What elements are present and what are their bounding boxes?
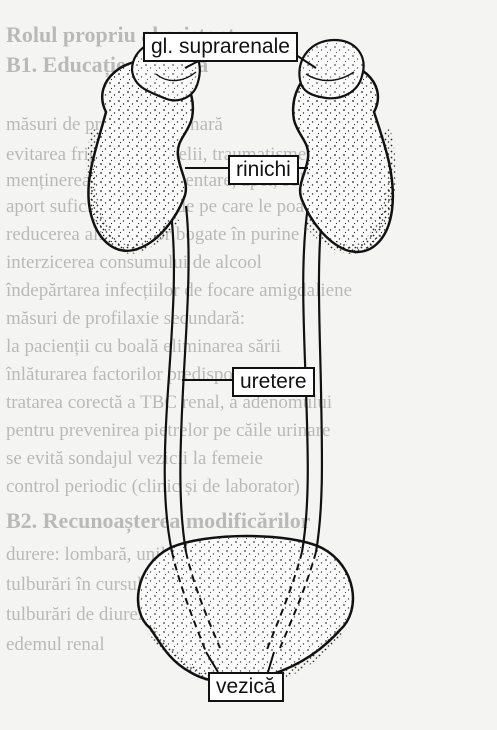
label-bladder: vezică bbox=[208, 672, 284, 702]
label-kidneys: rinichi bbox=[228, 155, 299, 185]
bleed-line: înlăturarea factorilor predispozanți bbox=[5, 364, 270, 385]
bleed-line: B2. Recunoașterea modificărilor bbox=[6, 508, 311, 534]
bleed-line: la pacienții cu boală eliminarea sării bbox=[6, 336, 281, 357]
bladder-shape bbox=[138, 536, 353, 684]
adrenal-right bbox=[299, 40, 363, 98]
bleed-line: îndepărtarea infecțiilor de focare amigd… bbox=[5, 280, 352, 301]
bleed-line: interzicerea consumului de alcool bbox=[6, 252, 262, 273]
bleed-line: măsuri de profilaxie secundară: bbox=[6, 308, 245, 329]
bleed-line: control periodic (clinic și de laborator… bbox=[6, 476, 300, 497]
label-ureters: uretere bbox=[232, 367, 315, 397]
bleed-line: pentru prevenirea pietrelor pe căile uri… bbox=[6, 420, 330, 441]
bleed-line: edemul renal bbox=[6, 634, 105, 655]
bleed-line: se evită sondajul vezicii la femeie bbox=[6, 448, 263, 469]
label-adrenal-glands: gl. suprarenale bbox=[143, 32, 298, 62]
